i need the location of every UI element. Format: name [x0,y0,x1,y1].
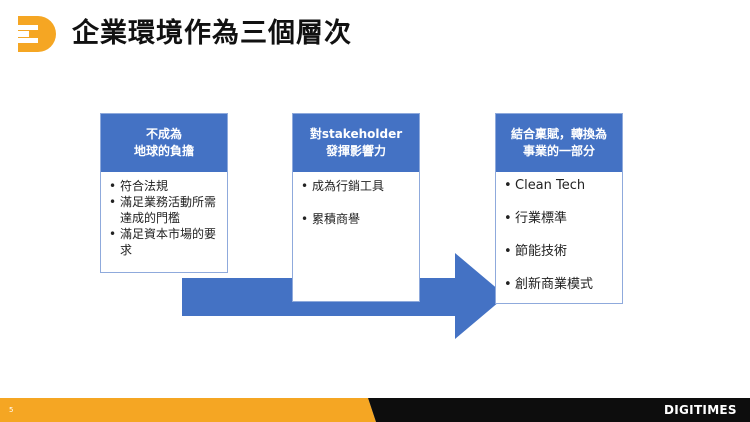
level-box-1-body: 符合法規 滿足業務活動所需達成的門檻 滿足資本市場的要求 [101,172,227,262]
bullet-item: 符合法規 [107,178,221,194]
level-box-1-header: 不成為 地球的負擔 [101,114,227,172]
level-box-3-header: 結合稟賦，轉換為 事業的一部分 [496,114,622,172]
footer-bar [0,398,750,422]
bullet-item: 創新商業模式 [502,277,616,293]
level-box-3-header-line-2: 事業的一部分 [522,144,595,158]
bullet-item: 滿足業務活動所需達成的門檻 [107,194,221,226]
level-box-1-header-line-2: 地球的負擔 [133,144,194,158]
page-title: 企業環境作為三個層次 [72,18,352,49]
bullet-item: 成為行銷工具 [299,178,413,194]
level-box-3: 結合稟賦，轉換為 事業的一部分 Clean Tech 行業標準 節能技術 創新商… [495,113,623,304]
level-box-2: 對stakeholder 發揮影響力 成為行銷工具 累積商譽 [292,113,420,302]
level-box-1: 不成為 地球的負擔 符合法規 滿足業務活動所需達成的門檻 滿足資本市場的要求 [100,113,228,273]
page-number: 5 [9,406,14,414]
level-box-2-header-line-2: 發揮影響力 [325,144,386,158]
bullet-item: 節能技術 [502,244,616,260]
level-box-3-header-line-1: 結合稟賦，轉換為 [510,127,607,141]
footer-brand-logo: DIGITIMES [664,403,737,417]
level-box-3-body: Clean Tech 行業標準 節能技術 創新商業模式 [496,172,622,314]
level-box-2-header: 對stakeholder 發揮影響力 [293,114,419,172]
digitimes-logo-icon [18,16,56,52]
bullet-item: 累積商譽 [299,211,413,227]
level-box-2-header-line-1: 對stakeholder [309,127,403,141]
bullet-item: 行業標準 [502,211,616,227]
level-box-2-body: 成為行銷工具 累積商譽 [293,172,419,248]
bullet-item: Clean Tech [502,178,616,194]
bullet-item: 滿足資本市場的要求 [107,226,221,258]
level-box-1-header-line-1: 不成為 [145,127,182,141]
